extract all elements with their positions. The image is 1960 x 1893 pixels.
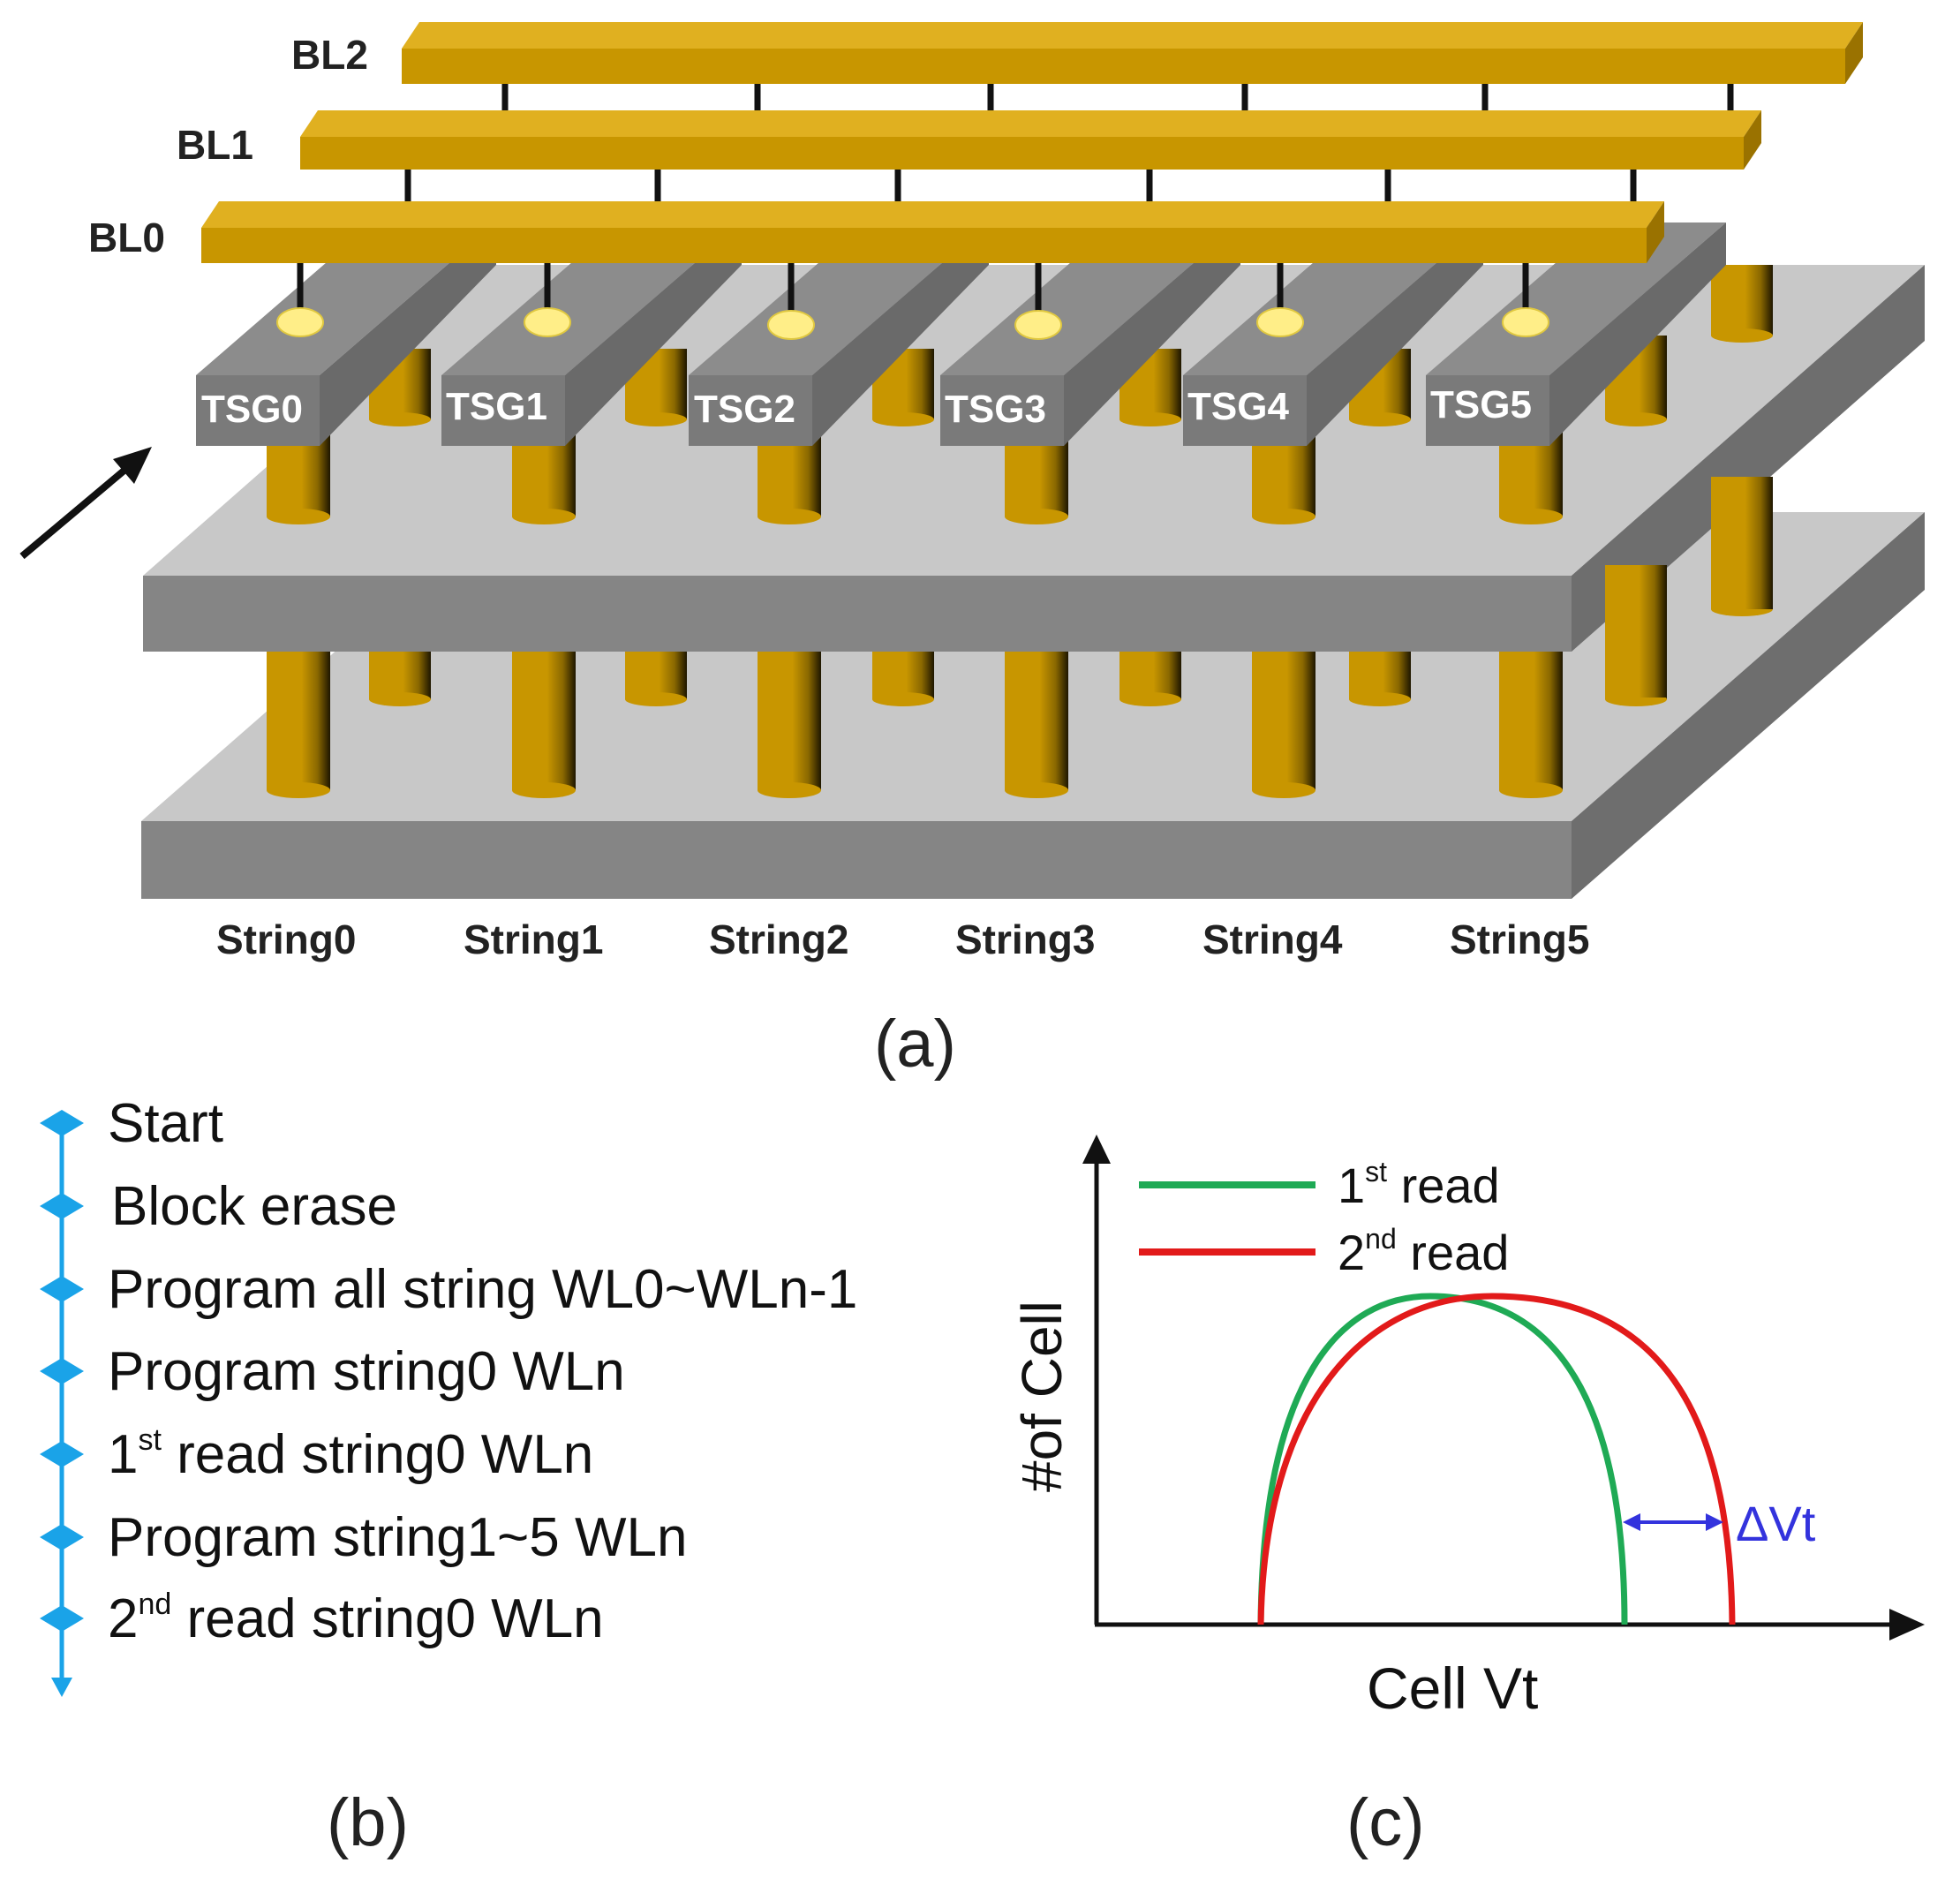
bitline-label-bl0: BL0 <box>88 215 165 260</box>
string-labels: String0 String1 String2 String3 String4 … <box>216 916 1589 962</box>
caption-c: (c) <box>1346 1785 1425 1860</box>
string-label: String0 <box>216 916 356 962</box>
timeline-marker-icon <box>40 1358 84 1384</box>
caption-a: (a) <box>874 1007 956 1082</box>
curve-first-read <box>1257 1293 1628 1625</box>
timeline-marker-icon <box>40 1605 84 1632</box>
step-item: 2nd read string0 WLn <box>108 1588 604 1649</box>
tsg-label: TSG4 <box>1187 385 1289 428</box>
caption-b: (b) <box>327 1785 409 1860</box>
arrow-icon <box>19 447 152 560</box>
panel-b-test-sequence: Start Block erase Program all string WL0… <box>40 1093 857 1860</box>
x-axis-label: Cell Vt <box>1367 1655 1538 1721</box>
timeline-marker-icon <box>40 1441 84 1467</box>
panel-a-3d-nand-structure: BL2 BL1 BL0 TSG0 TSG1 TSG2 TSG3 TSG4 TSG… <box>19 22 1925 1082</box>
tsg-label: TSG2 <box>694 388 795 431</box>
tsg-label: TSG0 <box>201 388 303 431</box>
timeline <box>40 1110 84 1697</box>
bitline-bl1 <box>300 110 1761 170</box>
delta-vt-arrow-icon <box>1623 1513 1723 1531</box>
tsg-strips <box>196 222 1726 446</box>
curve-second-read <box>1257 1293 1736 1625</box>
y-axis-label: #of Cell <box>1010 1301 1074 1492</box>
panel-c-vt-distribution: #of Cell Cell Vt 1st read 2nd read ΔVt (… <box>1010 1135 1925 1860</box>
front-pillars-lower <box>267 649 1563 798</box>
string-label: String2 <box>709 916 848 962</box>
legend-label-first-read: 1st read <box>1338 1156 1500 1213</box>
step-item: Block erase <box>111 1176 397 1237</box>
delta-vt-label: ΔVt <box>1736 1496 1816 1551</box>
string-label: String1 <box>464 916 603 962</box>
step-item: Start <box>108 1093 223 1154</box>
bitline-bl2 <box>402 22 1863 84</box>
timeline-marker-icon <box>40 1524 84 1550</box>
timeline-marker-icon <box>40 1276 84 1302</box>
tsg-label: TSG5 <box>1430 383 1532 426</box>
axes <box>1082 1135 1925 1640</box>
string-label: String3 <box>955 916 1095 962</box>
contact-pads <box>276 307 1549 340</box>
tsg-labels: TSG0 TSG1 TSG2 TSG3 TSG4 TSG5 <box>201 383 1532 431</box>
bitline-bl0 <box>201 201 1664 263</box>
step-item: 1st read string0 WLn <box>108 1423 593 1485</box>
tsg-label: TSG1 <box>446 385 547 428</box>
bitline-label-bl2: BL2 <box>291 32 368 78</box>
bitline-label-bl1: BL1 <box>177 122 253 168</box>
step-item: Program string1~5 WLn <box>108 1507 687 1568</box>
tsg-label: TSG3 <box>945 388 1046 431</box>
step-list: Start Block erase Program all string WL0… <box>108 1093 857 1649</box>
string-label: String4 <box>1202 916 1343 962</box>
legend-label-second-read: 2nd read <box>1338 1223 1509 1280</box>
step-item: Program all string WL0~WLn-1 <box>108 1259 857 1320</box>
legend: 1st read 2nd read <box>1139 1156 1509 1280</box>
timeline-marker-icon <box>40 1110 84 1136</box>
string-label: String5 <box>1450 916 1589 962</box>
step-item: Program string0 WLn <box>108 1341 625 1402</box>
timeline-marker-icon <box>40 1193 84 1219</box>
